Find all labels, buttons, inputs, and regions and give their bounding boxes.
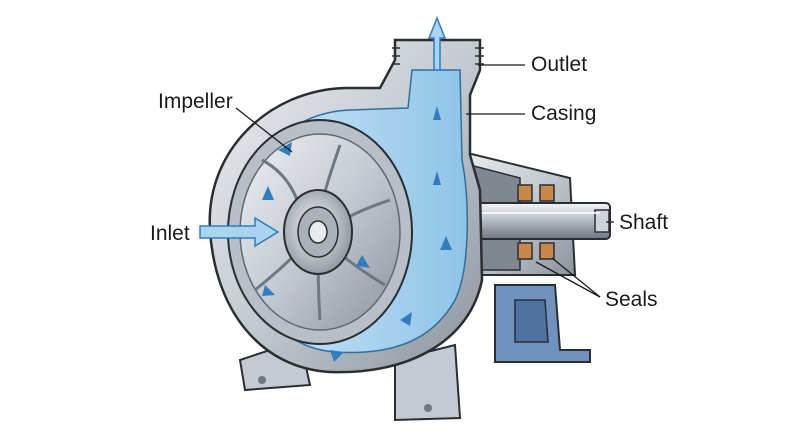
seals-label: Seals [605,288,658,311]
impeller [254,144,391,321]
flow-arrows [262,15,452,362]
seals [517,184,555,260]
inlet-label: Inlet [150,222,190,245]
shaft-label: Shaft [619,211,669,234]
outlet-threads [392,47,484,65]
outlet-label: Outlet [531,53,588,76]
inlet-arrow [199,216,280,248]
leader-lines [235,64,614,298]
casing-label: Casing [531,102,597,125]
impeller-label: Impeller [158,90,233,113]
